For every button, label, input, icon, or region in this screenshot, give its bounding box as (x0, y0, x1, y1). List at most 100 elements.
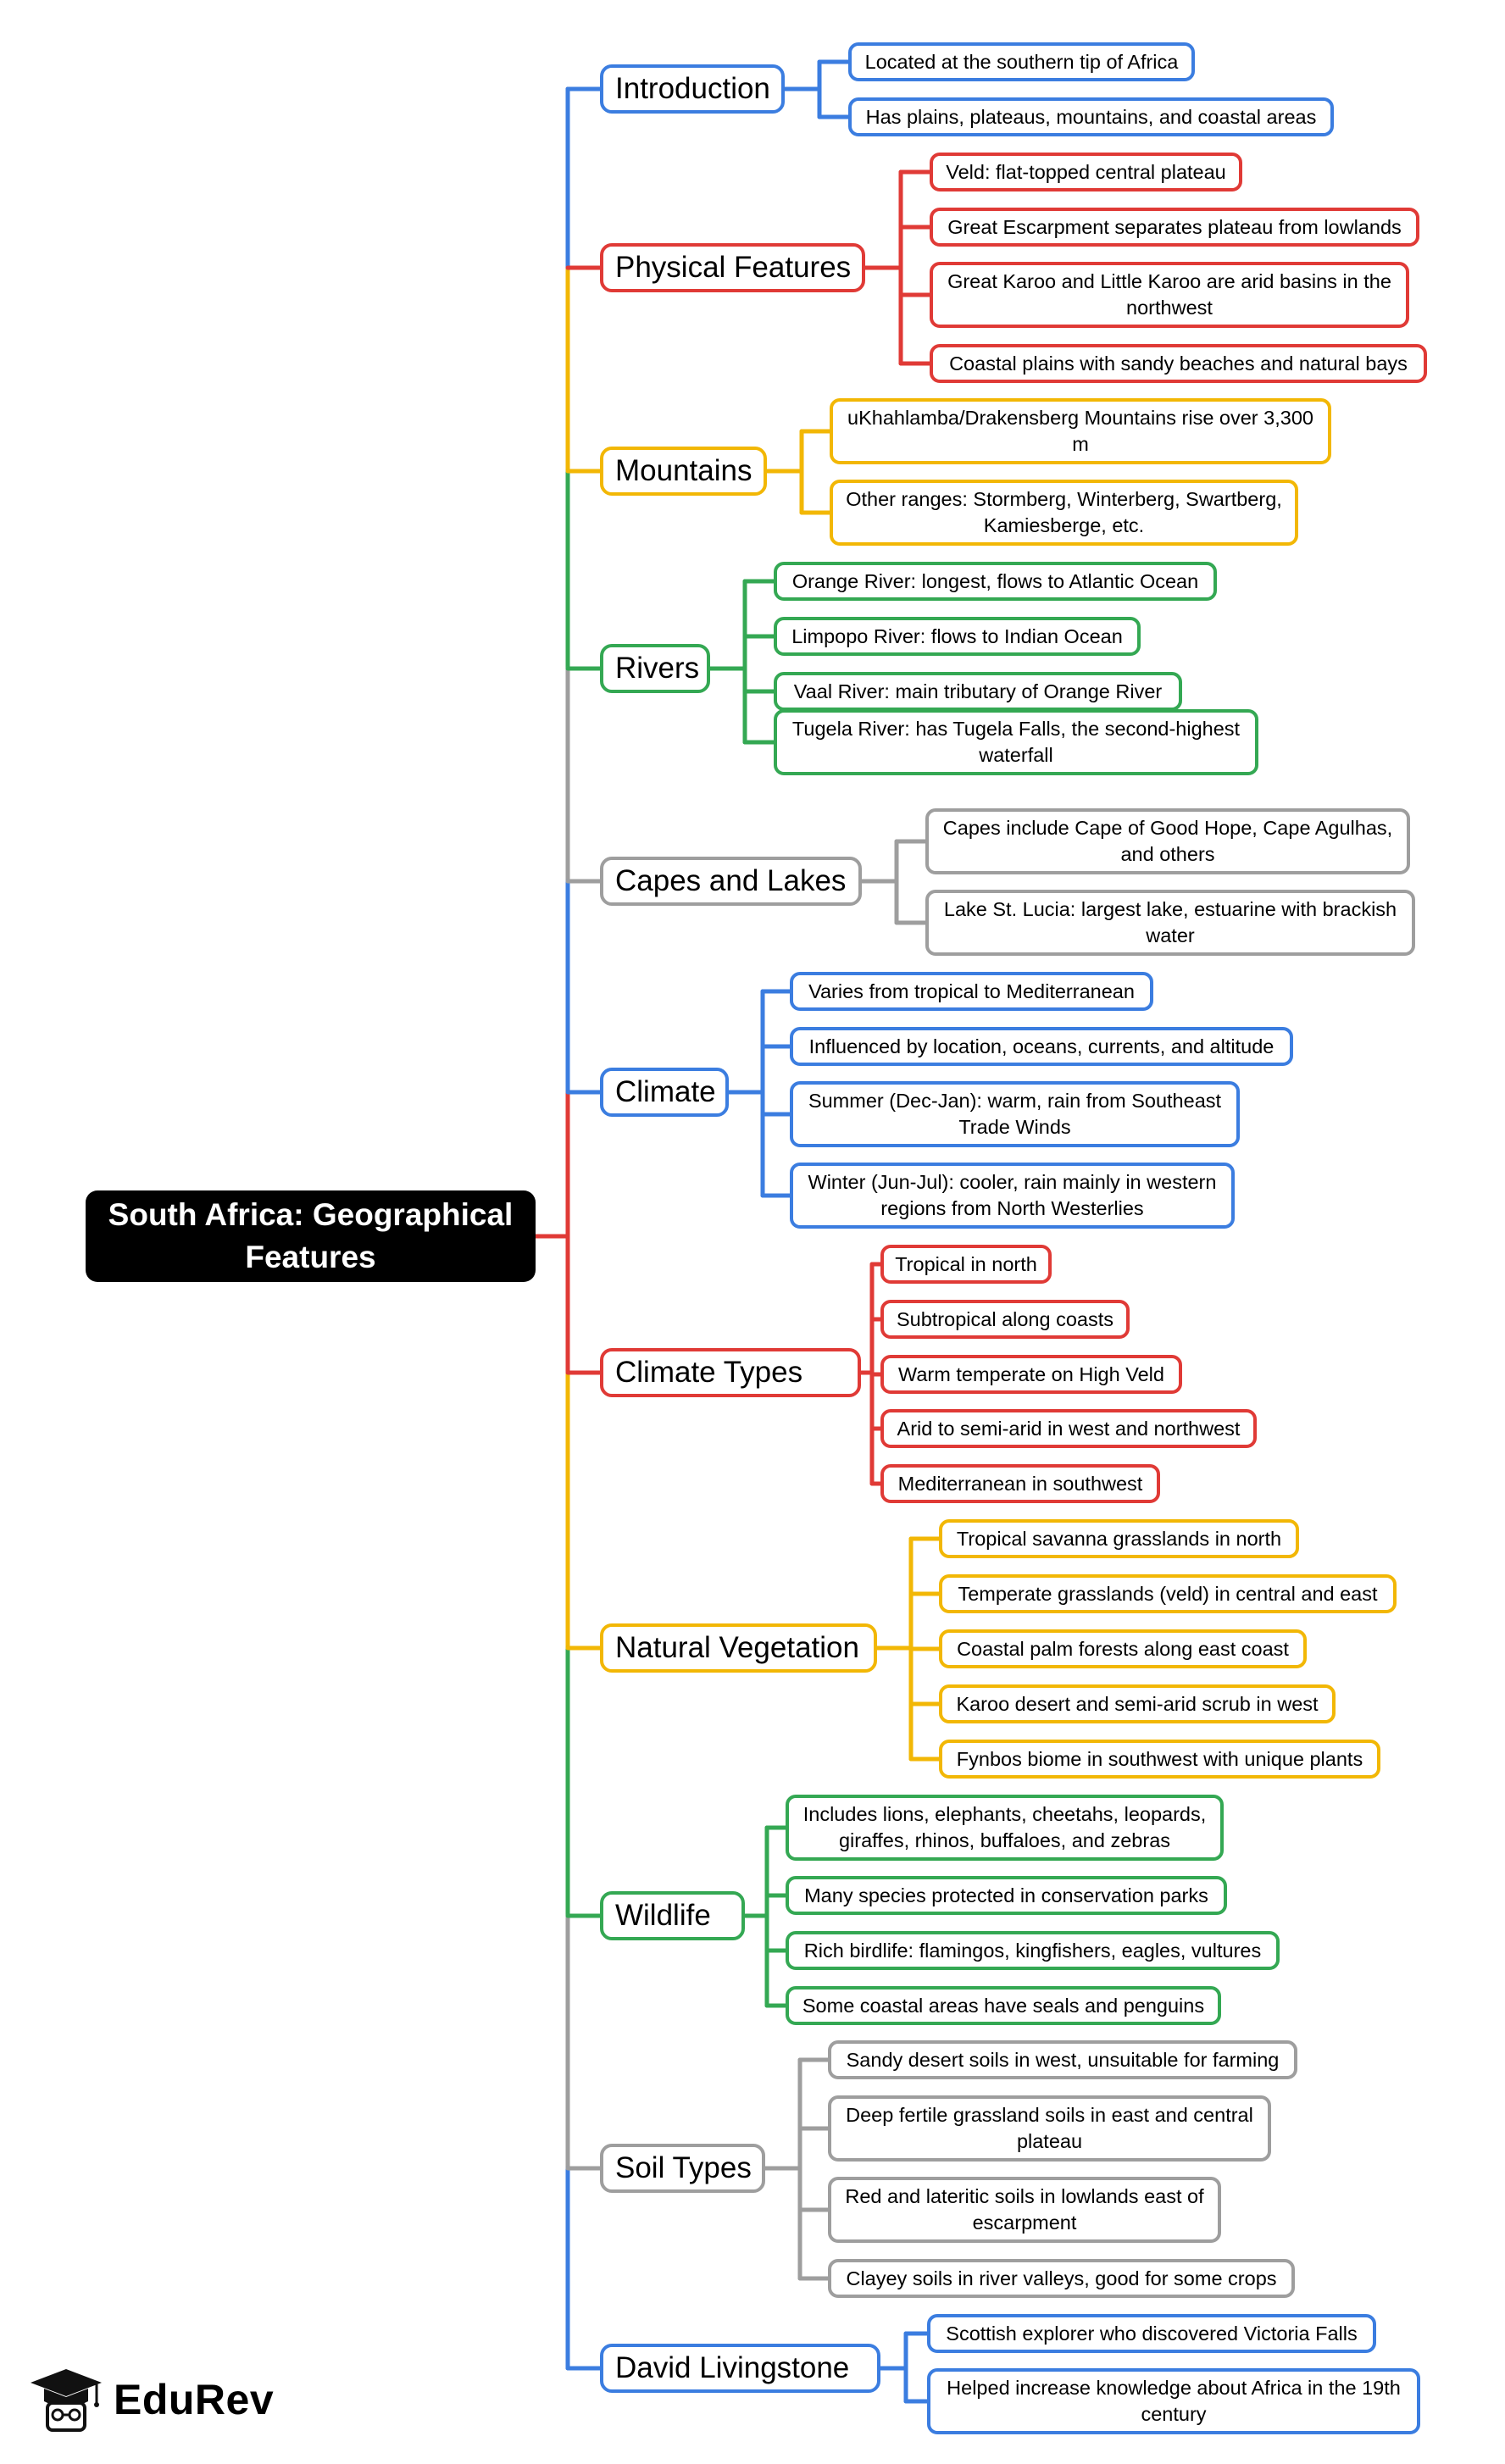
leaf-label: Winter (Jun-Jul): cooler, rain mainly in… (808, 1171, 1217, 1219)
leaf-node: Temperate grasslands (veld) in central a… (939, 1574, 1397, 1613)
leaf-label: Vaal River: main tributary of Orange Riv… (793, 680, 1163, 702)
leaf-label: Other ranges: Stormberg, Winterberg, Swa… (846, 488, 1282, 536)
leaf-label: Limpopo River: flows to Indian Ocean (791, 624, 1123, 647)
leaf-node: Vaal River: main tributary of Orange Riv… (774, 672, 1182, 711)
leaf-node: Scottish explorer who discovered Victori… (927, 2314, 1376, 2353)
leaf-label: Mediterranean in southwest (897, 1472, 1143, 1495)
branch-label: Soil Types (615, 2151, 752, 2184)
branch-label: Introduction (615, 72, 770, 105)
branch-label: Natural Vegetation (615, 1631, 859, 1664)
central-topic-label: South Africa: Geographical Features (108, 1197, 514, 1274)
branch-node: Climate Types (600, 1348, 861, 1397)
branch-label: David Livingstone (615, 2351, 850, 2384)
branch-node: Climate (600, 1068, 729, 1117)
leaf-node: Other ranges: Stormberg, Winterberg, Swa… (830, 480, 1298, 546)
leaf-label: Tropical savanna grasslands in north (956, 1527, 1282, 1550)
leaf-node: Great Escarpment separates plateau from … (930, 208, 1419, 247)
leaf-node: Deep fertile grassland soils in east and… (828, 2095, 1271, 2162)
logo-text: EduRev (114, 2376, 275, 2423)
leaf-label: Red and lateritic soils in lowlands east… (845, 2185, 1204, 2234)
leaf-node: uKhahlamba/Drakensberg Mountains rise ov… (830, 398, 1331, 464)
leaf-label: Located at the southern tip of Africa (864, 50, 1179, 73)
leaf-label: Great Escarpment separates plateau from … (947, 215, 1402, 238)
leaf-node: Coastal palm forests along east coast (939, 1629, 1307, 1668)
leaf-node: Tugela River: has Tugela Falls, the seco… (774, 709, 1258, 775)
leaf-label: Clayey soils in river valleys, good for … (846, 2267, 1277, 2289)
leaf-node: Orange River: longest, flows to Atlantic… (774, 562, 1217, 601)
leaf-label: Orange River: longest, flows to Atlantic… (791, 569, 1199, 592)
leaf-node: Subtropical along coasts (880, 1300, 1130, 1339)
leaf-node: Summer (Dec-Jan): warm, rain from Southe… (790, 1081, 1240, 1147)
leaf-label: Scottish explorer who discovered Victori… (946, 2322, 1358, 2345)
branch-label: Capes and Lakes (615, 864, 847, 897)
leaf-label: Many species protected in conservation p… (804, 1884, 1208, 1906)
leaf-node: Tropical savanna grasslands in north (939, 1519, 1299, 1558)
branch-node: Wildlife (600, 1891, 745, 1940)
branch-node: Physical Features (600, 243, 865, 292)
leaf-label: Veld: flat-topped central plateau (946, 160, 1226, 183)
branch-node: Introduction (600, 64, 785, 114)
leaf-label: Temperate grasslands (veld) in central a… (958, 1582, 1378, 1605)
branch-label: Rivers (615, 652, 700, 685)
leaf-node: Capes include Cape of Good Hope, Cape Ag… (925, 808, 1410, 874)
leaf-label: Karoo desert and semi-arid scrub in west (956, 1692, 1319, 1715)
branch-label: Wildlife (615, 1899, 711, 1932)
leaf-label: Fynbos biome in southwest with unique pl… (956, 1747, 1363, 1770)
leaf-label: Tropical in north (895, 1252, 1037, 1275)
leaf-node: Some coastal areas have seals and pengui… (786, 1986, 1221, 2025)
leaf-node: Red and lateritic soils in lowlands east… (828, 2177, 1221, 2243)
branch-label: Mountains (615, 454, 752, 487)
edurev-logo: EduRev (29, 2366, 274, 2433)
branch-node: Rivers (600, 644, 710, 693)
leaf-node: Clayey soils in river valleys, good for … (828, 2259, 1295, 2298)
leaf-node: Varies from tropical to Mediterranean (790, 972, 1153, 1011)
leaf-label: Helped increase knowledge about Africa i… (947, 2377, 1401, 2425)
leaf-label: Great Karoo and Little Karoo are arid ba… (947, 270, 1391, 319)
central-topic: South Africa: Geographical Features (86, 1190, 536, 1282)
branch-node: Natural Vegetation (600, 1623, 877, 1673)
leaf-node: Limpopo River: flows to Indian Ocean (774, 617, 1141, 656)
branch-node: Soil Types (600, 2144, 765, 2193)
leaf-label: Warm temperate on High Veld (898, 1362, 1164, 1385)
leaf-label: Influenced by location, oceans, currents… (808, 1035, 1275, 1057)
leaf-label: Coastal plains with sandy beaches and na… (949, 352, 1408, 375)
leaf-node: Located at the southern tip of Africa (848, 42, 1195, 81)
leaf-node: Warm temperate on High Veld (880, 1355, 1182, 1394)
branch-node: Mountains (600, 447, 767, 496)
leaf-label: Deep fertile grassland soils in east and… (846, 2104, 1253, 2152)
leaf-label: Subtropical along coasts (896, 1307, 1114, 1330)
leaf-label: Tugela River: has Tugela Falls, the seco… (791, 718, 1241, 766)
leaf-node: Winter (Jun-Jul): cooler, rain mainly in… (790, 1163, 1235, 1229)
branch-label: Physical Features (615, 251, 852, 284)
leaf-node: Karoo desert and semi-arid scrub in west (939, 1684, 1336, 1723)
leaf-label: Coastal palm forests along east coast (957, 1637, 1289, 1660)
leaf-label: Arid to semi-arid in west and northwest (897, 1417, 1241, 1440)
leaf-label: Varies from tropical to Mediterranean (808, 979, 1135, 1002)
leaf-node: Veld: flat-topped central plateau (930, 153, 1242, 191)
leaf-node: Arid to semi-arid in west and northwest (880, 1409, 1257, 1448)
leaf-label: Includes lions, elephants, cheetahs, leo… (802, 1803, 1207, 1851)
leaf-label: Rich birdlife: flamingos, kingfishers, e… (803, 1939, 1262, 1962)
leaf-node: Tropical in north (880, 1245, 1052, 1284)
leaf-label: uKhahlamba/Drakensberg Mountains rise ov… (847, 407, 1313, 455)
leaf-node: Lake St. Lucia: largest lake, estuarine … (925, 890, 1415, 956)
leaf-node: Sandy desert soils in west, unsuitable f… (828, 2040, 1297, 2079)
leaf-label: Capes include Cape of Good Hope, Cape Ag… (942, 817, 1393, 865)
leaf-label: Summer (Dec-Jan): warm, rain from Southe… (808, 1090, 1222, 1138)
leaf-node: Fynbos biome in southwest with unique pl… (939, 1740, 1380, 1779)
branch-node: David Livingstone (600, 2344, 880, 2393)
leaf-node: Many species protected in conservation p… (786, 1876, 1227, 1915)
branch-node: Capes and Lakes (600, 857, 862, 906)
leaf-node: Coastal plains with sandy beaches and na… (930, 344, 1427, 383)
graduation-cap-icon (31, 2369, 102, 2432)
leaf-label: Sandy desert soils in west, unsuitable f… (846, 2048, 1280, 2071)
leaf-node: Great Karoo and Little Karoo are arid ba… (930, 262, 1409, 328)
leaf-node: Includes lions, elephants, cheetahs, leo… (786, 1795, 1224, 1861)
branch-label: Climate Types (615, 1356, 803, 1389)
branch-label: Climate (615, 1075, 716, 1108)
leaf-label: Has plains, plateaus, mountains, and coa… (865, 105, 1317, 128)
leaf-node: Has plains, plateaus, mountains, and coa… (848, 97, 1334, 136)
leaf-node: Mediterranean in southwest (880, 1464, 1160, 1503)
